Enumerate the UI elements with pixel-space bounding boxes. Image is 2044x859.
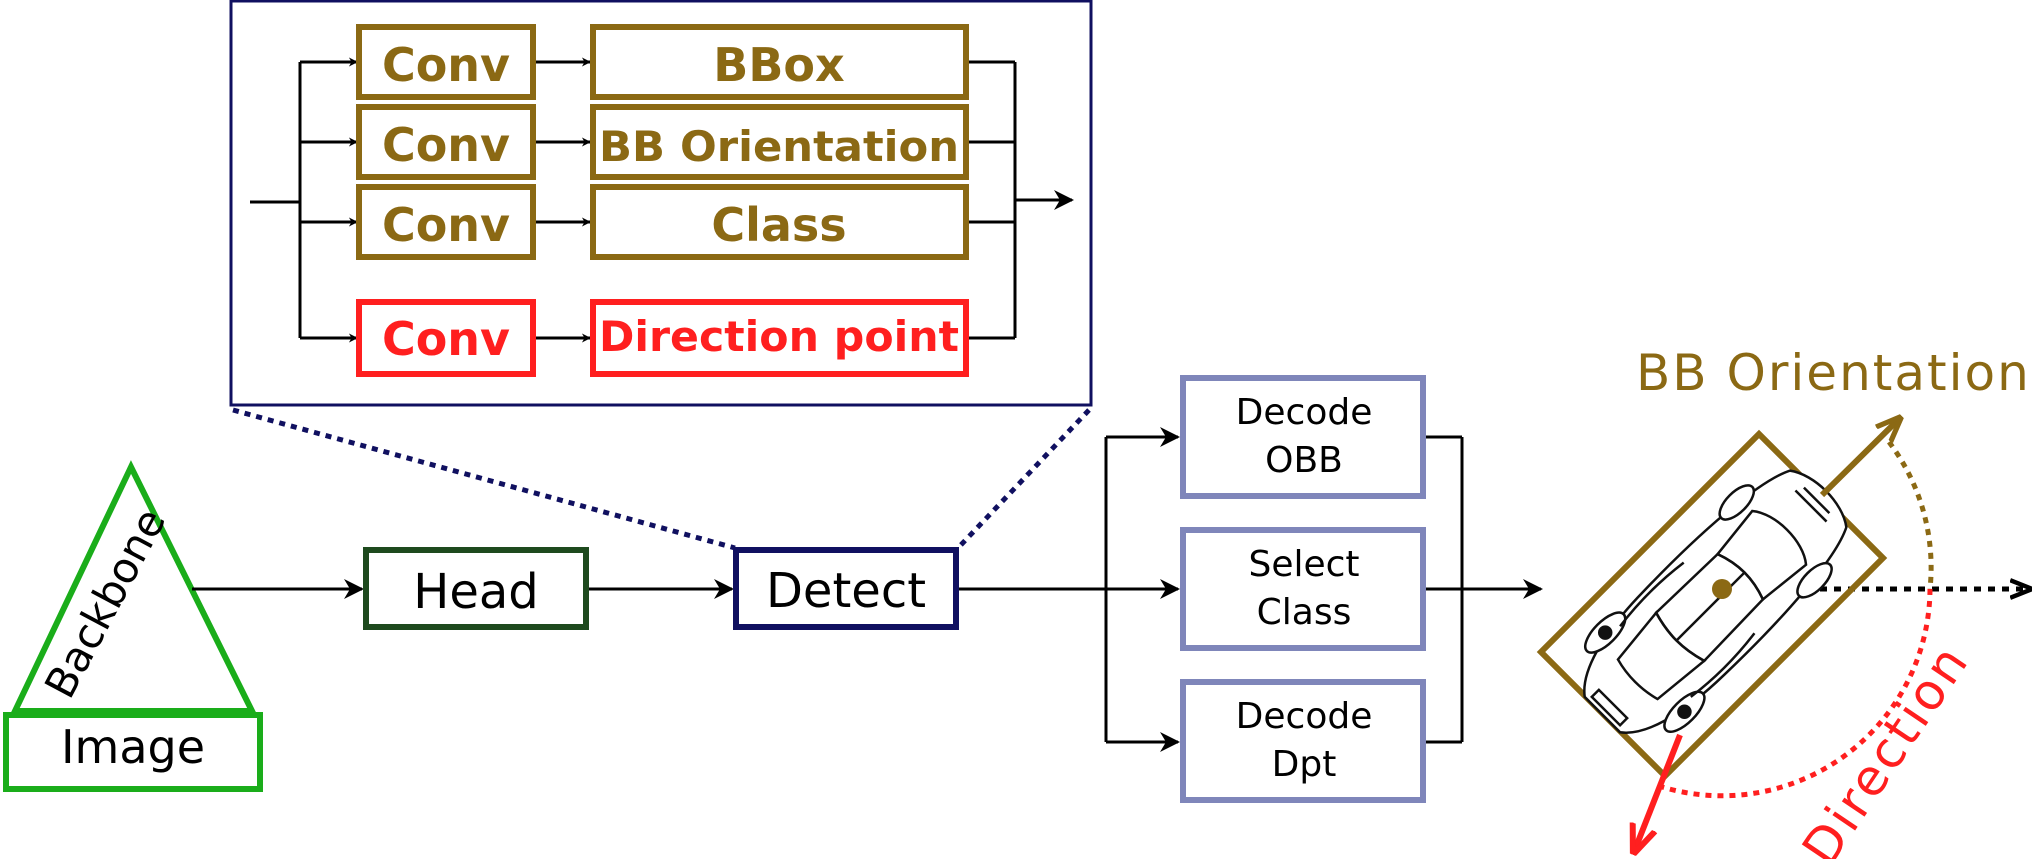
center-point bbox=[1712, 579, 1732, 599]
output-label-bbox: BBox bbox=[713, 38, 844, 92]
detect-detail-panel: Conv BBox Conv BB Orientation Conv Class… bbox=[229, 0, 1093, 407]
oriented-box-illustration: BB Orientation Direction bbox=[1536, 344, 2031, 859]
zoom-connector-lines bbox=[232, 407, 1091, 551]
detect-label: Detect bbox=[766, 563, 926, 619]
bb-orientation-label: BB Orientation bbox=[1636, 344, 2031, 402]
conv-label: Conv bbox=[382, 198, 510, 252]
panel-row-class: Conv Class bbox=[356, 184, 969, 260]
car-top-view-icon bbox=[1583, 469, 1848, 734]
orientation-arc bbox=[1887, 440, 1934, 590]
head-block: Head bbox=[363, 547, 589, 630]
decoder-line1: Decode bbox=[1236, 696, 1373, 737]
decoder-line2: Dpt bbox=[1272, 744, 1337, 785]
head-label: Head bbox=[413, 564, 539, 620]
decoder-decode-obb: Decode OBB bbox=[1180, 375, 1426, 499]
detect-block: Detect bbox=[733, 547, 959, 630]
decoder-line2: Class bbox=[1257, 592, 1352, 633]
panel-row-direction-point: Conv Direction point bbox=[356, 299, 969, 377]
decoder-decode-dpt: Decode Dpt bbox=[1180, 679, 1426, 803]
orientation-arrow bbox=[1819, 418, 1900, 498]
direction-arrow bbox=[1634, 733, 1683, 852]
output-label-direction-point: Direction point bbox=[599, 312, 959, 361]
conv-label: Conv bbox=[382, 38, 510, 92]
image-label: Image bbox=[61, 720, 205, 774]
panel-row-bbox: Conv BBox bbox=[356, 24, 969, 100]
panel-row-bb-orientation: Conv BB Orientation bbox=[356, 104, 969, 180]
direction-arc bbox=[1658, 588, 1933, 799]
decoder-select-class: Select Class bbox=[1180, 527, 1426, 651]
panel-output-merge bbox=[967, 60, 1074, 340]
image-block: Image bbox=[3, 712, 263, 792]
conv-label: Conv bbox=[382, 118, 510, 172]
main-flow-arrows bbox=[192, 427, 1543, 752]
output-label-bb-orientation: BB Orientation bbox=[599, 122, 959, 171]
decoder-line1: Decode bbox=[1236, 392, 1373, 433]
panel-conv-arrows bbox=[534, 57, 591, 343]
direction-label: Direction bbox=[1791, 633, 1980, 859]
conv-label: Conv bbox=[382, 312, 510, 366]
output-label-class: Class bbox=[711, 198, 846, 252]
panel-input-branches bbox=[250, 57, 358, 343]
decoder-line1: Select bbox=[1248, 544, 1359, 585]
decoder-line2: OBB bbox=[1265, 440, 1343, 481]
